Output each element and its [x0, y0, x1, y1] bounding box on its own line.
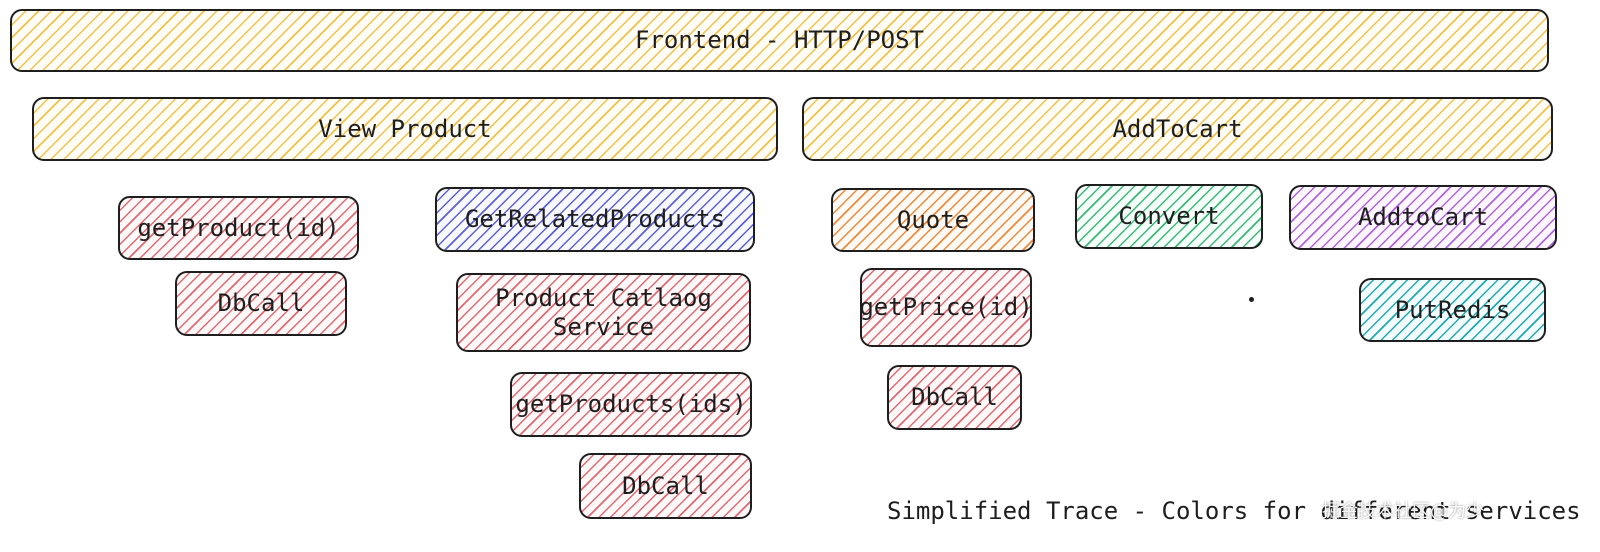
dbcall-box-2: DbCall	[579, 453, 752, 519]
get-product-label: getProduct(id)	[137, 213, 340, 242]
add-to-cart-box: AddToCart	[802, 97, 1553, 161]
frontend-label: Frontend - HTTP/POST	[635, 26, 924, 55]
watermark: 掘金技术社区@为少	[1322, 501, 1484, 522]
convert-label: Convert	[1118, 202, 1220, 231]
quote-box: Quote	[831, 188, 1035, 252]
get-related-products-label: GetRelatedProducts	[464, 205, 726, 234]
put-redis-box: PutRedis	[1359, 278, 1546, 342]
addto-cart-label: AddtoCart	[1357, 203, 1489, 232]
diagram-caption: Simplified Trace - Colors for different …	[887, 497, 1581, 525]
get-price-label: getPrice(id)	[859, 293, 1033, 322]
addto-cart-box: AddtoCart	[1289, 185, 1557, 250]
product-catalog-service-label: Product Catlaog Service	[495, 283, 712, 341]
view-product-label: View Product	[318, 114, 492, 143]
convert-box: Convert	[1075, 184, 1263, 249]
dbcall-label-2: DbCall	[622, 471, 709, 500]
stray-dot	[1249, 297, 1254, 302]
dbcall-box-3: DbCall	[887, 365, 1022, 430]
dbcall-label-3: DbCall	[911, 383, 998, 412]
dbcall-box-1: DbCall	[175, 271, 347, 336]
product-catalog-service-box: Product Catlaog Service	[456, 273, 751, 352]
put-redis-label: PutRedis	[1394, 295, 1511, 324]
quote-label: Quote	[896, 205, 970, 234]
get-price-box: getPrice(id)	[859, 268, 1033, 347]
get-products-label: getProducts(ids)	[515, 390, 747, 419]
dbcall-label-1: DbCall	[217, 289, 305, 318]
get-related-products-box: GetRelatedProducts	[435, 187, 755, 252]
get-product-box: getProduct(id)	[118, 196, 359, 260]
get-products-box: getProducts(ids)	[510, 372, 752, 437]
add-to-cart-label: AddToCart	[1112, 114, 1243, 143]
frontend-box: Frontend - HTTP/POST	[10, 9, 1549, 72]
view-product-box: View Product	[32, 97, 778, 161]
